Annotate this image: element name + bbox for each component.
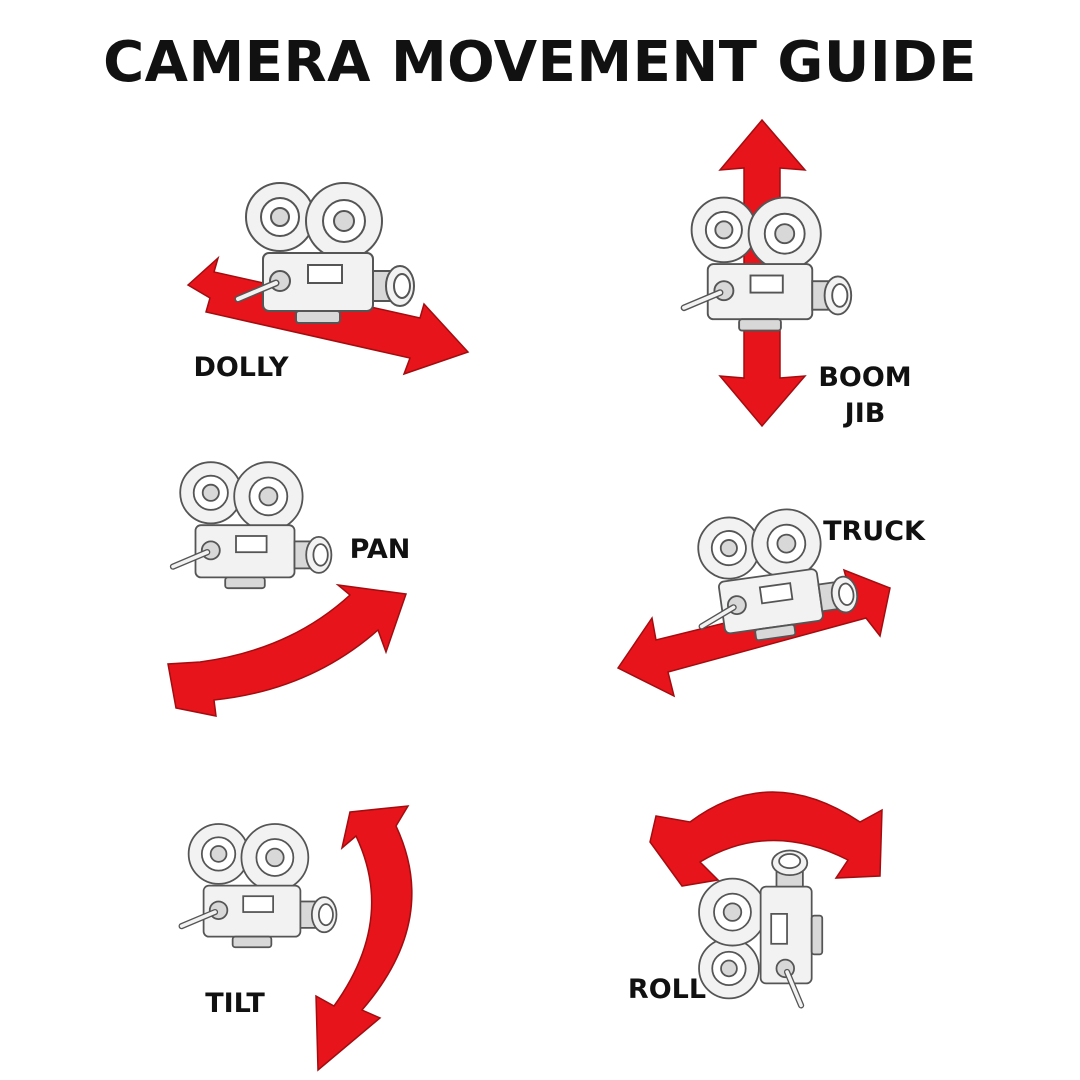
roll-arrow-icon <box>649 791 883 887</box>
pan-label: PAN <box>349 534 411 565</box>
pan-camera-icon <box>173 462 331 588</box>
tilt-arrow-icon <box>315 805 413 1072</box>
boom-jib-movement <box>684 118 851 428</box>
dolly-label: DOLLY <box>193 352 289 383</box>
boom-label: BOOM <box>818 362 912 393</box>
roll-label: ROLL <box>627 974 707 1005</box>
dolly-camera-icon <box>238 183 414 323</box>
pan-movement <box>167 462 408 717</box>
roll-camera-icon <box>699 851 822 1006</box>
boom-jib-camera-icon <box>684 198 851 331</box>
truck-label: TRUCK <box>823 516 925 547</box>
roll-movement <box>649 791 883 1006</box>
tilt-camera-icon <box>182 824 337 947</box>
page-title: CAMERA MOVEMENT GUIDE <box>103 30 977 95</box>
jib-label: JIB <box>844 398 886 429</box>
truck-movement <box>616 501 891 698</box>
dolly-movement <box>186 183 470 376</box>
tilt-movement <box>182 805 413 1072</box>
pan-arrow-icon <box>167 583 408 717</box>
tilt-label: TILT <box>205 988 265 1019</box>
